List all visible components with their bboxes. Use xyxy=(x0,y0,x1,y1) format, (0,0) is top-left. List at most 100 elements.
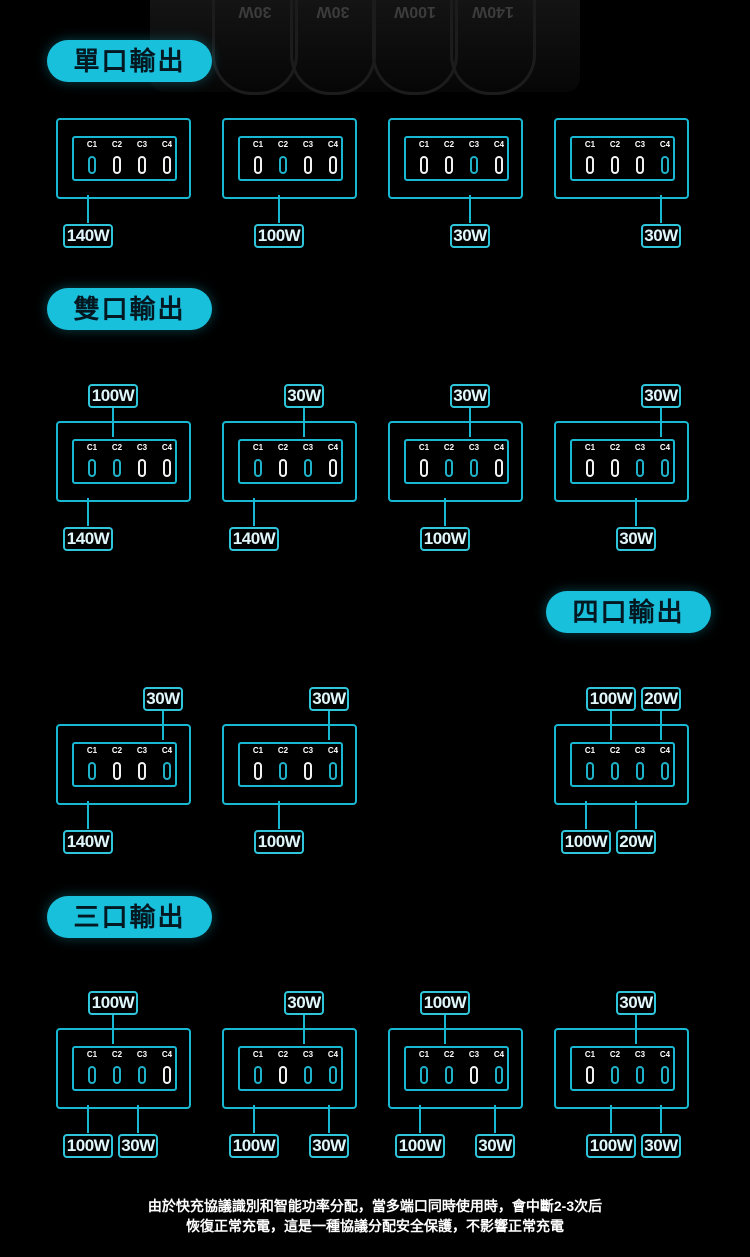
top-connector-line xyxy=(469,407,471,437)
port-label-c4: C4 xyxy=(161,443,173,452)
heading-quad-port: 四口輸出 xyxy=(546,591,711,633)
power-output-tag: 30W xyxy=(616,991,656,1015)
power-output-tag: 20W xyxy=(641,687,681,711)
power-output-tag: 30W xyxy=(309,687,349,711)
usb-c-port-active xyxy=(113,459,121,477)
bottom-connector-line xyxy=(444,498,446,526)
usb-c-port-active xyxy=(329,1066,337,1084)
usb-c-port-idle xyxy=(495,459,503,477)
port-label-c4: C4 xyxy=(493,443,505,452)
device-port-label: 30W xyxy=(238,3,272,20)
top-connector-line xyxy=(162,710,164,740)
port-label-c4: C4 xyxy=(659,140,671,149)
usb-c-port-idle xyxy=(611,156,619,174)
usb-c-port-idle xyxy=(420,156,428,174)
bottom-connector-line xyxy=(585,801,587,829)
top-connector-line xyxy=(660,710,662,740)
usb-c-port-idle xyxy=(586,1066,594,1084)
usb-c-port-idle xyxy=(304,762,312,780)
port-label-c3: C3 xyxy=(468,443,480,452)
port-label-c3: C3 xyxy=(136,443,148,452)
bottom-connector-line xyxy=(635,801,637,829)
power-output-tag: 100W xyxy=(88,991,138,1015)
power-output-tag: 30W xyxy=(284,384,324,408)
usb-c-port-active xyxy=(304,1066,312,1084)
usb-c-port-idle xyxy=(279,1066,287,1084)
usb-c-port-idle xyxy=(163,1066,171,1084)
bottom-connector-line xyxy=(278,195,280,223)
usb-c-port-active xyxy=(611,1066,619,1084)
port-label-c3: C3 xyxy=(634,746,646,755)
power-output-tag: 30W xyxy=(616,527,656,551)
port-label-c1: C1 xyxy=(252,1050,264,1059)
top-connector-line xyxy=(444,1014,446,1044)
usb-c-port-active xyxy=(636,1066,644,1084)
usb-c-port-active xyxy=(88,762,96,780)
charger-top-view: 30W 30W 100W 140W xyxy=(150,0,580,95)
usb-c-port-active xyxy=(304,459,312,477)
bottom-connector-line xyxy=(253,498,255,526)
usb-c-port-idle xyxy=(254,762,262,780)
port-label-c1: C1 xyxy=(252,443,264,452)
bottom-connector-line xyxy=(610,1105,612,1133)
heading-dual-port: 雙口輸出 xyxy=(47,288,212,330)
power-output-tag: 100W xyxy=(229,1134,279,1158)
port-label-c1: C1 xyxy=(86,1050,98,1059)
usb-c-port-idle xyxy=(138,762,146,780)
bottom-connector-line xyxy=(278,801,280,829)
port-label-c3: C3 xyxy=(468,1050,480,1059)
port-label-c1: C1 xyxy=(418,443,430,452)
port-label-c3: C3 xyxy=(302,140,314,149)
usb-c-port-idle xyxy=(329,156,337,174)
power-output-tag: 100W xyxy=(254,830,304,854)
power-output-tag: 30W xyxy=(284,991,324,1015)
port-label-c2: C2 xyxy=(277,1050,289,1059)
usb-c-port-idle xyxy=(329,459,337,477)
power-output-tag: 30W xyxy=(641,1134,681,1158)
usb-c-port-active xyxy=(661,156,669,174)
usb-c-port-active xyxy=(138,1066,146,1084)
port-label-c2: C2 xyxy=(609,746,621,755)
bottom-connector-line xyxy=(419,1105,421,1133)
top-connector-line xyxy=(112,1014,114,1044)
port-label-c2: C2 xyxy=(111,746,123,755)
port-label-c3: C3 xyxy=(136,1050,148,1059)
bottom-connector-line xyxy=(635,498,637,526)
device-port-1: 30W xyxy=(212,0,298,95)
bottom-connector-line xyxy=(87,801,89,829)
port-label-c3: C3 xyxy=(634,1050,646,1059)
port-label-c4: C4 xyxy=(327,746,339,755)
usb-c-port-idle xyxy=(254,156,262,174)
usb-c-port-active xyxy=(495,1066,503,1084)
port-label-c1: C1 xyxy=(584,746,596,755)
bottom-connector-line xyxy=(328,1105,330,1133)
port-label-c4: C4 xyxy=(327,140,339,149)
port-label-c1: C1 xyxy=(86,443,98,452)
port-label-c1: C1 xyxy=(418,1050,430,1059)
port-label-c2: C2 xyxy=(443,140,455,149)
usb-c-port-idle xyxy=(420,459,428,477)
usb-c-port-idle xyxy=(470,1066,478,1084)
usb-c-port-idle xyxy=(304,156,312,174)
usb-c-port-idle xyxy=(138,156,146,174)
power-output-tag: 30W xyxy=(143,687,183,711)
usb-c-port-active xyxy=(636,762,644,780)
power-output-tag: 140W xyxy=(229,527,279,551)
power-output-tag: 100W xyxy=(254,224,304,248)
